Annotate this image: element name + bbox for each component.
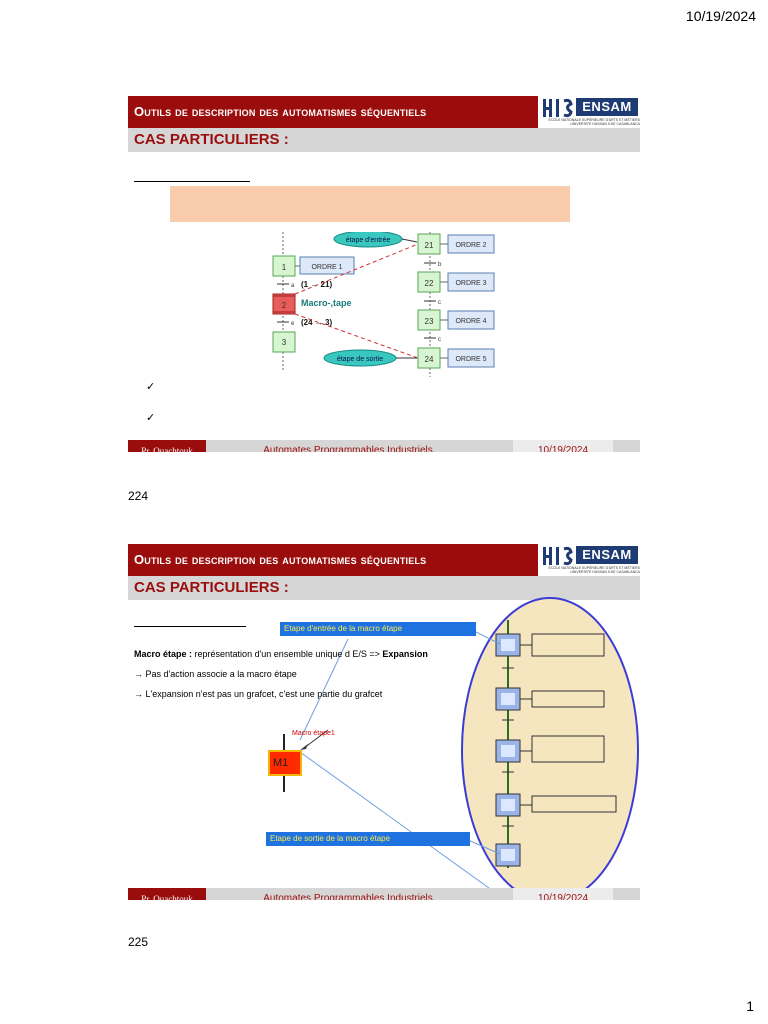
check-icon: ✓	[146, 412, 156, 424]
step-24-label: 24	[425, 355, 434, 364]
macro-definition: Macro étape : représentation d'un ensemb…	[134, 648, 428, 660]
slide-title: Outils de description des automatismes s…	[128, 96, 538, 128]
exit-step-box: Etape de sortie de la macro étape	[266, 832, 470, 846]
transition-b-label: b	[438, 262, 442, 268]
page-date: 10/19/2024	[685, 8, 756, 24]
ensam-emblem-icon	[543, 98, 573, 118]
macro-step-m1: M1	[268, 750, 302, 776]
logo-subtitle: ÉCOLE NATIONALE SUPÉRIEURE D'ARTS ET MÉT…	[548, 118, 641, 126]
action-21-label: ORDRE 2	[455, 242, 486, 249]
ensam-logo: ENSAM ÉCOLE NATIONALE SUPÉRIEURE D'ARTS …	[540, 96, 640, 128]
action-1-label: ORDRE 1	[311, 264, 342, 271]
expansion-action-4	[531, 795, 617, 813]
step-23-label: 23	[425, 317, 434, 326]
ensam-emblem-icon	[543, 546, 573, 566]
footer-author: Pr. Ouachtouk	[128, 440, 206, 452]
ensam-logo: ENSAM ÉCOLE NATIONALE SUPÉRIEURE D'ARTS …	[540, 544, 640, 576]
footer-author: Pr. Ouachtouk	[128, 888, 206, 900]
macro-step-diagram: 1 ORDRE 1 a (1 → 21) 2 Macro-,tape e (24…	[272, 232, 495, 377]
step-3	[272, 331, 296, 353]
slide-number: 225	[128, 935, 149, 949]
entry-step-box: Etape d'entrée de la macro étape	[280, 622, 476, 636]
transition-a-label: a	[291, 283, 295, 289]
expansion-bold: Expansion	[382, 649, 428, 659]
action-23	[447, 310, 495, 330]
transition-a-note: (1 → 21)	[301, 280, 332, 289]
transition-e-label: e	[291, 321, 295, 327]
action-24-label: ORDRE 5	[455, 356, 486, 363]
action-1	[299, 256, 355, 275]
action-23-label: ORDRE 4	[455, 318, 486, 325]
heading-underline	[134, 181, 250, 182]
expansion-action-1	[531, 633, 605, 657]
transition-e-note: (24 → 3)	[301, 318, 332, 327]
section-subtitle: CAS PARTICULIERS :	[128, 128, 640, 152]
expansion-action-2	[531, 690, 605, 708]
bullet-no-action: → Pas d'action associe a la macro étape	[134, 669, 297, 679]
macro-step-2	[272, 293, 296, 315]
step-1-label: 1	[282, 263, 287, 272]
highlight-box	[170, 186, 570, 222]
slide-footer: Pr. Ouachtouk Automates Programmables In…	[128, 440, 640, 452]
page-number: 1	[746, 998, 754, 1014]
entry-bubble-label: étape d'entrée	[346, 237, 391, 244]
step-3-label: 3	[282, 338, 287, 347]
expansion-action-3	[531, 735, 605, 763]
section-subtitle: CAS PARTICULIERS :	[128, 576, 640, 600]
action-22	[447, 272, 495, 292]
heading-underline	[134, 626, 246, 627]
logo-subtitle: ÉCOLE NATIONALE SUPÉRIEURE D'ARTS ET MÉT…	[548, 566, 641, 574]
footer-date: 10/19/2024	[513, 888, 613, 900]
action-24	[447, 348, 495, 368]
footer-course: Automates Programmables Industriels	[263, 893, 433, 900]
action-22-label: ORDRE 3	[455, 280, 486, 287]
expansion-ellipse	[461, 597, 639, 900]
macro-caption: Macro étape1	[292, 730, 335, 737]
step-2-label: 2	[282, 301, 287, 310]
step-21-label: 21	[425, 241, 434, 250]
footer-course: Automates Programmables Industriels	[263, 445, 433, 452]
bullet-expansion: → L'expansion n'est pas un grafcet, c'es…	[134, 689, 383, 699]
action-21	[447, 234, 495, 254]
check-icon: ✓	[146, 381, 156, 393]
footer-date: 10/19/2024	[513, 440, 613, 452]
transition-c2-label: c	[438, 337, 441, 343]
logo-text: ENSAM	[576, 546, 638, 564]
macro-label: Macro-,tape	[301, 298, 352, 308]
logo-text: ENSAM	[576, 98, 638, 116]
exit-bubble-label: étape de sortie	[337, 356, 383, 363]
slide-footer: Pr. Ouachtouk Automates Programmables In…	[128, 888, 640, 900]
slide-title: Outils de description des automatismes s…	[128, 544, 538, 576]
step-22-label: 22	[425, 279, 434, 288]
slide-225: Outils de description des automatismes s…	[128, 544, 640, 900]
expansion-diagram	[461, 597, 639, 900]
connector-lines	[299, 629, 501, 897]
transition-c1-label: c	[438, 300, 441, 306]
slide-number: 224	[128, 489, 149, 503]
macro-definition-bold: Macro étape :	[134, 649, 193, 659]
macro-definition-text: représentation d'un ensemble unique d E/…	[192, 649, 383, 659]
slide-224: Outils de description des automatismes s…	[128, 96, 640, 452]
